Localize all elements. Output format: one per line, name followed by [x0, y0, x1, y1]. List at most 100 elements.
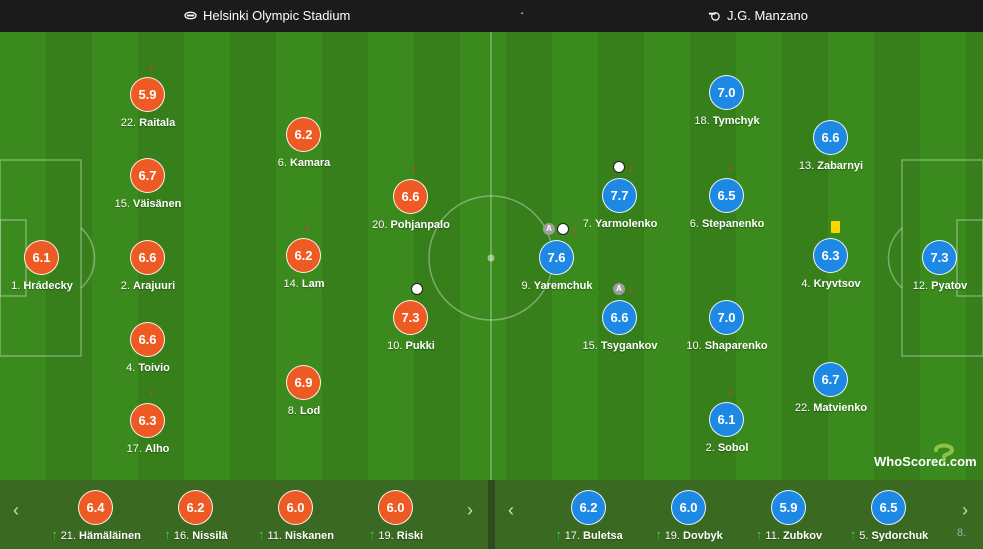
sub-in-arrow-icon: ↑: [655, 527, 662, 542]
player-rating: 6.0: [671, 490, 706, 525]
shirt-number: 2.: [120, 280, 134, 292]
player-rating: 6.0: [278, 490, 313, 525]
away-bench-next-button[interactable]: ›: [962, 500, 968, 520]
pitch-markings: [0, 32, 983, 480]
shirt-number: 12.: [912, 280, 932, 292]
player-surname: Zabarnyi: [817, 160, 864, 172]
shirt-number: 16.: [173, 530, 193, 542]
player-rating: 7.3: [922, 240, 957, 275]
sub-in-arrow-icon: ↑: [51, 527, 58, 542]
player-surname: Dovbyk: [683, 530, 723, 542]
shirt-number: 5.: [859, 530, 872, 542]
player-rating: 6.2: [286, 117, 321, 152]
player-rating: 6.6: [130, 240, 165, 275]
home-bench-next-button[interactable]: ›: [467, 500, 473, 520]
shirt-number: 11.: [765, 530, 783, 542]
substitute-home-2[interactable]: 6.0↑11. Niskanen: [236, 480, 356, 542]
player-name: ↑21. Hämäläinen: [36, 527, 156, 542]
player-surname: Buletsa: [583, 530, 623, 542]
match-info-bar: Helsinki Olympic Stadium · J.G. Manzano: [0, 0, 983, 32]
stadium-icon: [184, 11, 197, 20]
shirt-number: 9.: [521, 280, 534, 292]
goal-ball-icon: [411, 283, 423, 298]
player-surname: Lod: [300, 405, 321, 417]
player-name: 17. Alho: [88, 443, 208, 455]
sub-out-arrow-icon: ↓: [727, 159, 734, 174]
player-surname: Pukki: [405, 340, 435, 352]
player-rating: 6.2: [571, 490, 606, 525]
sub-in-arrow-icon: ↑: [555, 527, 562, 542]
substitute-away-3[interactable]: 6.5↑5. Sydorchuk: [829, 480, 949, 542]
player-rating: 6.7: [130, 158, 165, 193]
sub-in-arrow-icon: ↑: [258, 527, 265, 542]
player-surname: Hrádecky: [23, 280, 73, 292]
player-surname: Alho: [144, 443, 170, 455]
shirt-number: 22.: [120, 117, 140, 129]
player-surname: Shaparenko: [704, 340, 768, 352]
player-name: 6. Stepanenko: [667, 218, 787, 230]
player-name: 15. Väisänen: [88, 198, 208, 210]
substitute-away-2[interactable]: 5.9↑11. Zubkov: [729, 480, 849, 542]
sub-in-arrow-icon: ↑: [849, 527, 857, 542]
player-home-1[interactable]: 6.7 15. Väisänen: [88, 158, 208, 218]
player-name: 6. Kamara: [244, 157, 364, 169]
shirt-number: 4.: [126, 362, 139, 374]
player-surname: Toivio: [138, 362, 170, 374]
substitute-away-0[interactable]: 6.2↑17. Buletsa: [529, 480, 649, 542]
player-name: ↑11. Zubkov: [729, 527, 849, 542]
shirt-number: 19.: [664, 530, 684, 542]
home-bench-prev-button[interactable]: ‹: [13, 500, 19, 520]
substitute-away-1[interactable]: 6.0 ↑19. Dovbyk: [629, 480, 749, 542]
player-rating: 6.5: [709, 178, 744, 213]
sub-in-arrow-icon: ↑: [368, 527, 376, 542]
shirt-number: 17.: [126, 443, 145, 455]
sub-out-arrow-icon: ↓: [571, 221, 578, 236]
player-rating: 6.3: [813, 238, 848, 273]
player-surname: Zubkov: [782, 530, 823, 542]
assist-icon: A: [543, 223, 555, 235]
venue: Helsinki Olympic Stadium: [184, 8, 350, 23]
shirt-number: 15.: [114, 198, 134, 210]
away-bench-prev-button[interactable]: ‹: [508, 500, 514, 520]
player-away-3[interactable]: 6.5 6. Stepanenko ↓: [667, 160, 787, 238]
player-surname: Raitala: [139, 117, 176, 129]
player-surname: Kamara: [289, 157, 331, 169]
whoscored-mark-icon: [934, 443, 955, 462]
shirt-number: 6.: [277, 157, 290, 169]
player-rating: 6.6: [602, 300, 637, 335]
substitute-home-3[interactable]: 6.0↑19. Riski: [336, 480, 456, 542]
player-name: 2. Arajuuri: [88, 280, 208, 292]
player-surname: Yaremchuk: [533, 280, 593, 292]
player-name: 2. Sobol: [667, 442, 787, 454]
shirt-number: 21.: [60, 530, 80, 542]
substitute-home-0[interactable]: 6.4↑21. Hämäläinen: [36, 480, 156, 542]
player-home-6[interactable]: 6.2 6. Kamara: [244, 117, 364, 177]
shirt-number: 10.: [686, 340, 705, 352]
shirt-number: 10.: [387, 340, 406, 352]
substitute-home-1[interactable]: 6.2↑16. Nissilä: [136, 480, 256, 542]
player-name: ↑19. Dovbyk: [629, 527, 749, 542]
player-rating: 6.1: [709, 402, 744, 437]
shirt-number: 14.: [283, 278, 302, 290]
player-name: 14. Lam: [244, 278, 364, 290]
player-home-2[interactable]: 6.6 2. Arajuuri: [88, 240, 208, 300]
